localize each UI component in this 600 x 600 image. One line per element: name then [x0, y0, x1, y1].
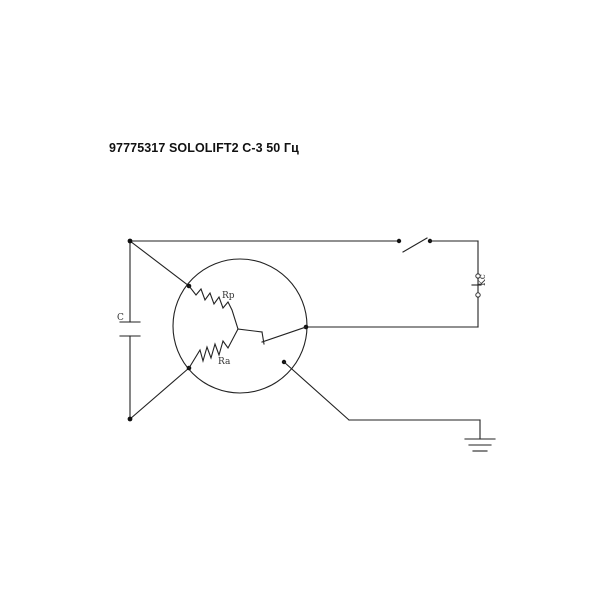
- aux-winding-label: Ra: [218, 357, 231, 367]
- motor: [172, 258, 308, 394]
- capacitor: [119, 321, 141, 337]
- junction-bottom-left: [127, 416, 133, 422]
- ground-icon: [464, 438, 496, 452]
- earth-connection: [281, 359, 481, 440]
- thermal-switch: [471, 273, 482, 328]
- diagram-title: 97775317 SOLOLIFT2 C-3 50 Гц: [109, 141, 299, 155]
- run-winding-label: Rp: [222, 291, 235, 301]
- internal-switch: [237, 326, 307, 345]
- junction-top-left: [127, 238, 133, 244]
- motor-feed-lines: [129, 240, 190, 420]
- run-winding: [188, 285, 239, 330]
- thermal-switch-label: Kc: [478, 274, 488, 286]
- capacitor-label: C: [117, 313, 124, 323]
- line-switch: [396, 237, 479, 275]
- aux-winding: [188, 328, 239, 369]
